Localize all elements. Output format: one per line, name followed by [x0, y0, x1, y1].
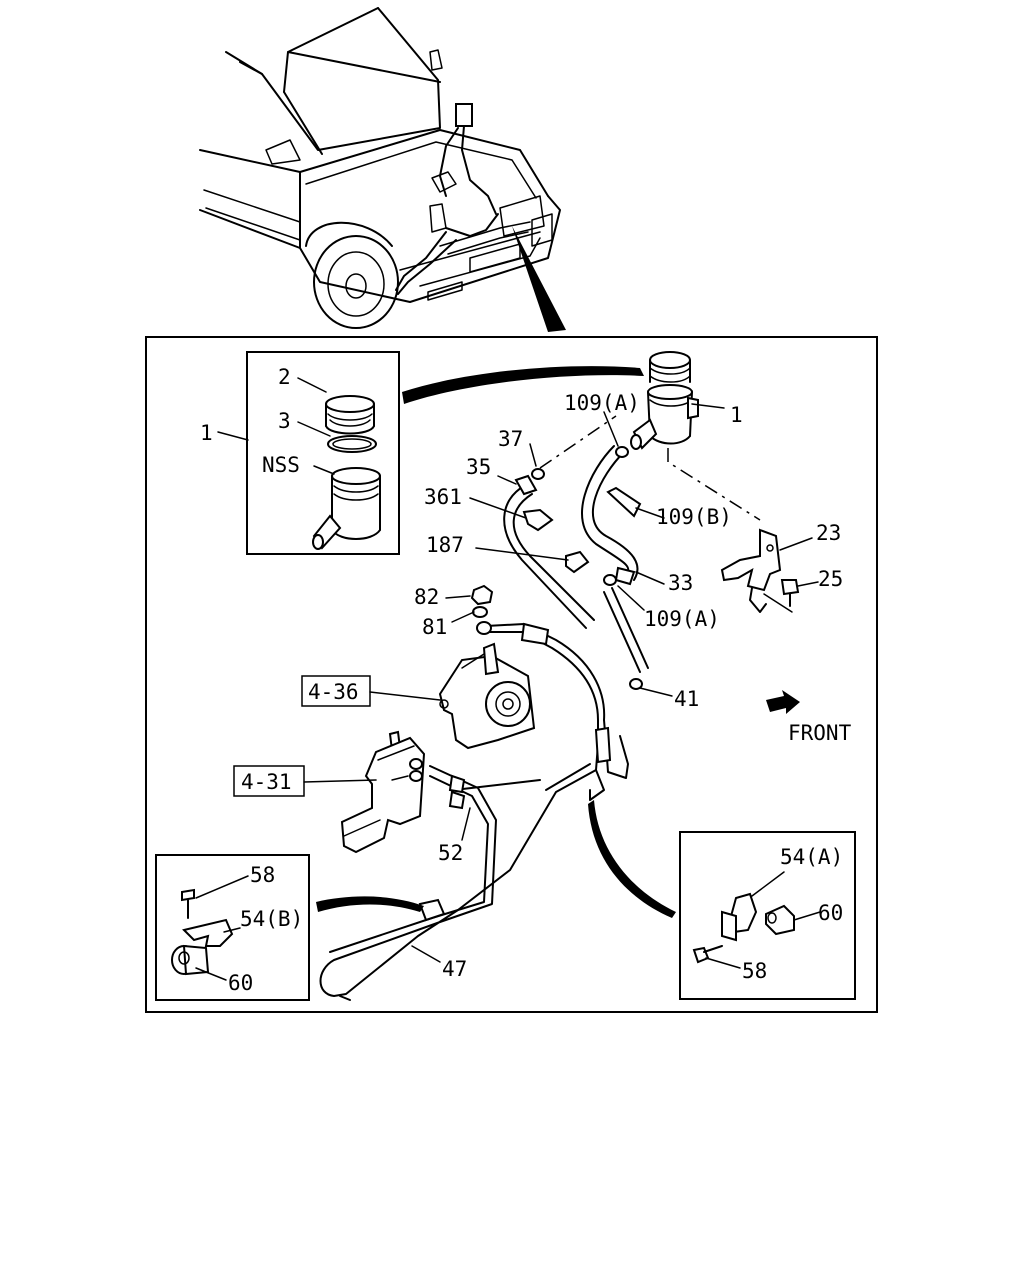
- label-60-left: 60: [228, 971, 253, 995]
- bracket-23: [720, 528, 793, 613]
- reservoir-main: [630, 351, 699, 450]
- clip-54a-inset-frame: [679, 831, 856, 1000]
- front-direction-arrow-icon: [766, 690, 800, 714]
- right-inset-pointer: [588, 800, 676, 918]
- label-187: 187: [426, 533, 464, 557]
- label-361: 361: [424, 485, 462, 509]
- label-54b: 54(B): [240, 907, 303, 931]
- left-inset-pointer: [316, 896, 424, 912]
- nut-82: [470, 584, 494, 606]
- label-52: 52: [438, 841, 463, 865]
- label-109b: 109(B): [656, 505, 732, 529]
- reservoir-inset-pointer: [402, 366, 644, 404]
- label-58-right: 58: [742, 959, 767, 983]
- hose-33: [581, 445, 649, 690]
- gear-ref-box: [233, 765, 305, 797]
- clamp-109a-lower: [603, 574, 617, 586]
- clamp-109a-upper: [615, 446, 629, 458]
- label-47: 47: [442, 957, 467, 981]
- label-3: 3: [278, 409, 291, 433]
- clip-361: [522, 508, 554, 532]
- main-diagram-frame: [145, 336, 878, 1013]
- clip-54a-inset-parts: [692, 892, 795, 964]
- clip-54b-inset-parts: [171, 888, 234, 976]
- label-54a: 54(A): [780, 845, 843, 869]
- bolt-25: [780, 579, 800, 607]
- label-82: 82: [414, 585, 439, 609]
- label-2: 2: [278, 365, 291, 389]
- label-60-right: 60: [818, 901, 843, 925]
- label-23: 23: [816, 521, 841, 545]
- vehicle-overview-illustration: [199, 7, 566, 332]
- reservoir-inset-parts: [312, 395, 381, 550]
- washer-81: [472, 606, 488, 618]
- clamp-109b: [606, 486, 642, 518]
- clip-37: [531, 468, 545, 480]
- label-25: 25: [818, 567, 843, 591]
- label-front: FRONT: [788, 721, 852, 745]
- label-4-36: 4-36: [308, 680, 359, 704]
- label-58-left: 58: [250, 863, 275, 887]
- label-37: 37: [498, 427, 523, 451]
- reservoir-bracket-leader: [667, 448, 761, 521]
- pressure-hose: [476, 621, 629, 801]
- label-109a-upper: 109(A): [564, 391, 640, 415]
- part-labels: 1 2 3 NSS 109(A) 1 37 35 361 109(B) 23 1…: [200, 365, 852, 995]
- hose-35-leader: [539, 415, 617, 469]
- reservoir-inset-frame: [246, 351, 400, 555]
- return-pipe-47: [319, 763, 597, 1001]
- label-4-31: 4-31: [241, 770, 292, 794]
- label-1-assy: 1: [200, 421, 213, 445]
- label-81: 81: [422, 615, 447, 639]
- label-109a-lower: 109(A): [644, 607, 720, 631]
- clip-54b-inset-frame: [155, 854, 310, 1001]
- label-35: 35: [466, 455, 491, 479]
- clip-187: [565, 550, 590, 574]
- label-nss: NSS: [262, 453, 300, 477]
- label-1-main: 1: [730, 403, 743, 427]
- label-41: 41: [674, 687, 699, 711]
- leader-lines: [195, 377, 821, 981]
- pump-ref-box: [301, 675, 371, 707]
- label-33: 33: [668, 571, 693, 595]
- power-steering-pump: [438, 642, 536, 750]
- steering-gear-box: [340, 730, 426, 854]
